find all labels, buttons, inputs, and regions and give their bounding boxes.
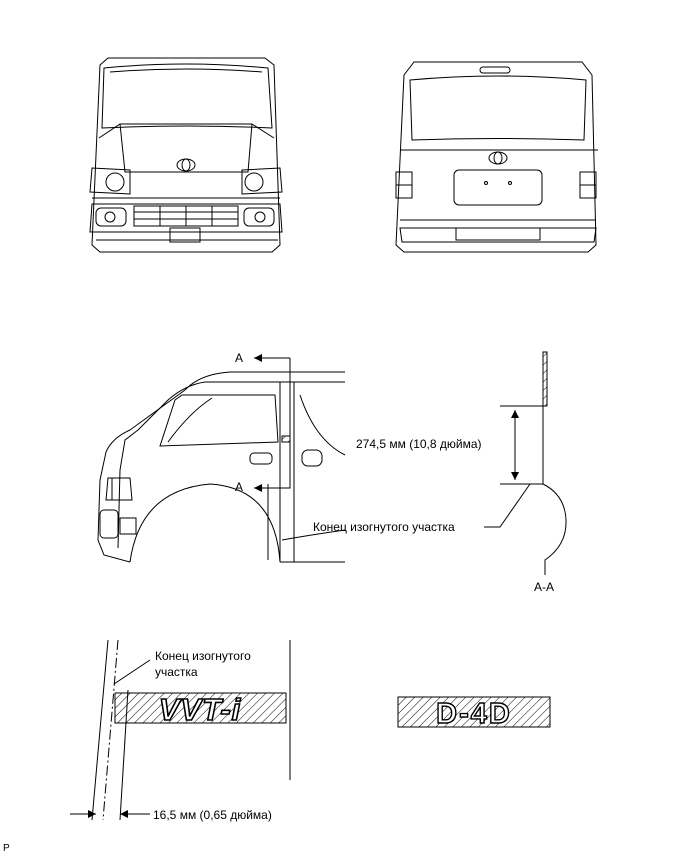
section-marker-top: A — [235, 351, 244, 365]
dimension-274-label: 274,5 мм (10,8 дюйма) — [356, 437, 482, 451]
vvti-emblem-detail — [70, 639, 291, 821]
d4d-emblem-text: D-4D — [436, 698, 512, 730]
bend-end-label-middle: Конец изогнутого участка — [313, 520, 455, 534]
d4d-emblem-detail — [397, 696, 551, 728]
van-rear-view — [395, 61, 598, 253]
dimension-16-label: 16,5 мм (0,65 дюйма) — [153, 808, 272, 822]
bend-end-label-bottom-line2: участка — [155, 665, 198, 679]
vvti-emblem-text: VVT-i — [159, 692, 242, 727]
section-a-a — [484, 351, 567, 575]
section-marker-bottom: A — [235, 480, 244, 494]
van-front-view — [89, 57, 283, 253]
corner-mark: P — [3, 843, 10, 854]
section-view-label: A-A — [534, 580, 555, 594]
bend-end-label-bottom-line1: Конец изогнутого — [155, 649, 251, 663]
van-side-view — [97, 354, 346, 563]
